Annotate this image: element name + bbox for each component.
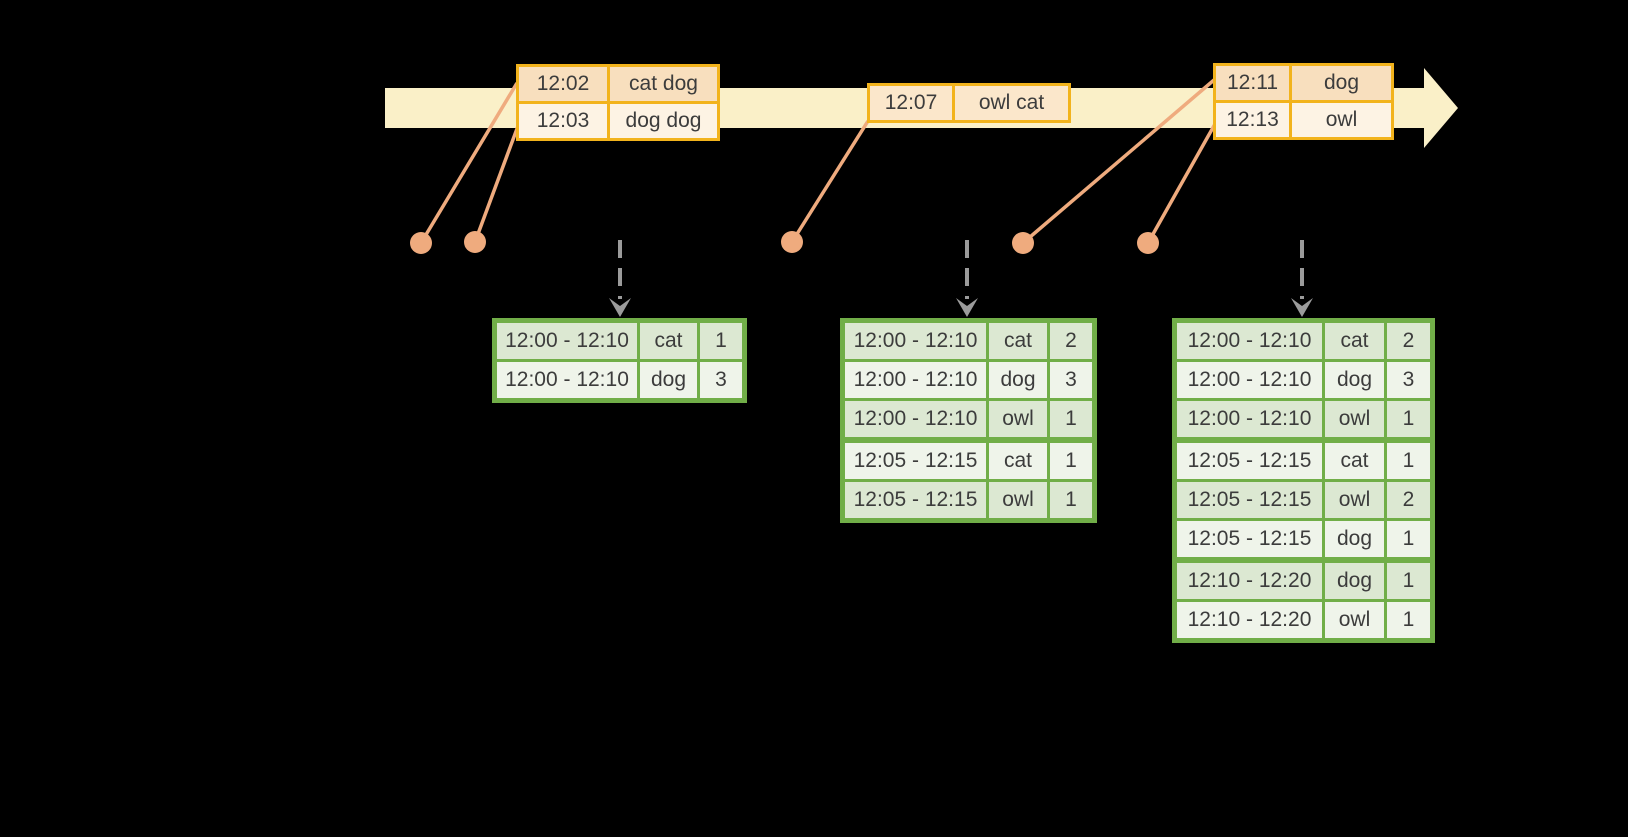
event-dot bbox=[1137, 232, 1159, 254]
word-cell: dog bbox=[1325, 521, 1387, 557]
count-cell: 2 bbox=[1387, 323, 1430, 359]
window-cell: 12:05 - 12:15 bbox=[1177, 482, 1325, 518]
count-cell: 1 bbox=[1387, 443, 1430, 479]
event-connector-line bbox=[790, 120, 870, 243]
event-words-cell: dog dog bbox=[610, 104, 717, 138]
word-cell: owl bbox=[1325, 602, 1387, 638]
count-cell: 2 bbox=[1387, 482, 1430, 518]
word-cell: cat bbox=[640, 323, 700, 359]
window-cell: 12:00 - 12:10 bbox=[1177, 401, 1325, 437]
event-time-cell: 12:07 bbox=[870, 86, 955, 120]
event-connector-line bbox=[1146, 123, 1217, 244]
count-cell: 1 bbox=[1387, 521, 1430, 557]
count-cell: 1 bbox=[700, 323, 742, 359]
word-cell: owl bbox=[1325, 482, 1387, 518]
word-cell: dog bbox=[1325, 362, 1387, 398]
event-words-cell: owl cat bbox=[955, 86, 1068, 120]
window-cell: 12:00 - 12:10 bbox=[497, 362, 640, 398]
word-cell: owl bbox=[1325, 401, 1387, 437]
window-cell: 12:10 - 12:20 bbox=[1177, 563, 1325, 599]
count-cell: 1 bbox=[1050, 401, 1092, 437]
count-cell: 1 bbox=[1387, 602, 1430, 638]
window-cell: 12:00 - 12:10 bbox=[1177, 323, 1325, 359]
event-dot bbox=[1012, 232, 1034, 254]
event-dot bbox=[781, 231, 803, 253]
count-cell: 2 bbox=[1050, 323, 1092, 359]
word-cell: cat bbox=[989, 323, 1050, 359]
count-cell: 1 bbox=[1387, 401, 1430, 437]
count-cell: 1 bbox=[1050, 482, 1092, 518]
timeline-arrow-head-icon bbox=[1424, 68, 1458, 148]
count-cell: 1 bbox=[1050, 443, 1092, 479]
word-cell: dog bbox=[989, 362, 1050, 398]
word-cell: cat bbox=[1325, 443, 1387, 479]
window-cell: 12:00 - 12:10 bbox=[845, 323, 989, 359]
event-connector-line bbox=[419, 82, 519, 244]
event-dot bbox=[410, 232, 432, 254]
word-cell: cat bbox=[989, 443, 1050, 479]
event-dot bbox=[464, 231, 486, 253]
trigger-arrowhead-icon bbox=[1291, 298, 1313, 317]
event-time-cell: 12:02 bbox=[519, 67, 610, 101]
window-cell: 12:05 - 12:15 bbox=[1177, 443, 1325, 479]
event-connector-line bbox=[1021, 78, 1216, 245]
event-time-cell: 12:13 bbox=[1216, 103, 1292, 137]
word-cell: dog bbox=[1325, 563, 1387, 599]
event-words-cell: owl bbox=[1292, 103, 1391, 137]
event-time-cell: 12:03 bbox=[519, 104, 610, 138]
window-cell: 12:00 - 12:10 bbox=[845, 401, 989, 437]
window-cell: 12:05 - 12:15 bbox=[845, 443, 989, 479]
count-cell: 3 bbox=[1387, 362, 1430, 398]
event-words-cell: cat dog bbox=[610, 67, 717, 101]
word-cell: dog bbox=[640, 362, 700, 398]
word-cell: owl bbox=[989, 482, 1050, 518]
window-cell: 12:00 - 12:10 bbox=[497, 323, 640, 359]
event-connector-line bbox=[473, 125, 520, 243]
trigger-arrowhead-icon bbox=[609, 298, 631, 317]
word-cell: cat bbox=[1325, 323, 1387, 359]
trigger-arrowhead-icon bbox=[956, 298, 978, 317]
window-cell: 12:05 - 12:15 bbox=[845, 482, 989, 518]
count-cell: 1 bbox=[1387, 563, 1430, 599]
event-words-cell: dog bbox=[1292, 66, 1391, 100]
word-cell: owl bbox=[989, 401, 1050, 437]
event-time-cell: 12:11 bbox=[1216, 66, 1292, 100]
count-cell: 3 bbox=[1050, 362, 1092, 398]
window-cell: 12:10 - 12:20 bbox=[1177, 602, 1325, 638]
window-cell: 12:00 - 12:10 bbox=[1177, 362, 1325, 398]
window-cell: 12:05 - 12:15 bbox=[1177, 521, 1325, 557]
count-cell: 3 bbox=[700, 362, 742, 398]
window-cell: 12:00 - 12:10 bbox=[845, 362, 989, 398]
